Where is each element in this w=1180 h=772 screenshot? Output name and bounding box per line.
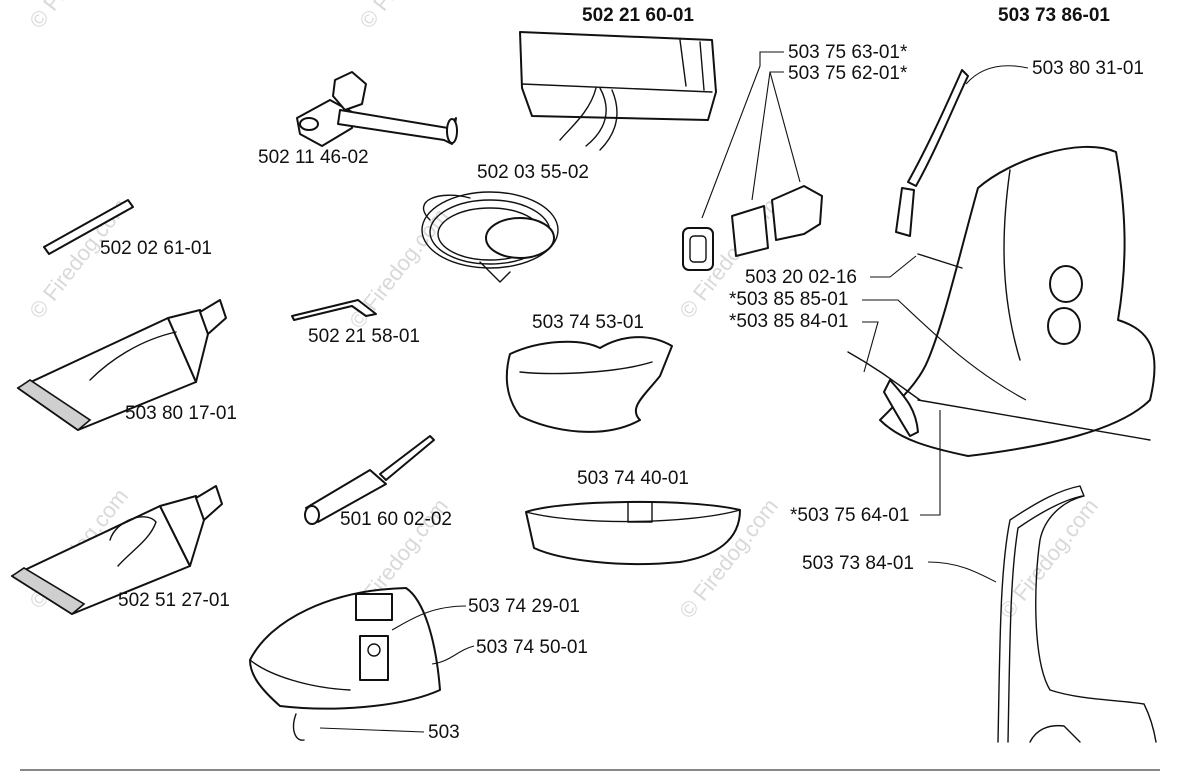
label-frame: 503 73 84-01 [802,553,914,574]
leader-guard-1 [391,605,467,631]
label-grease-tube-1: 503 80 17-01 [125,403,237,424]
label-buckle-1: 503 75 63-01* [788,42,908,63]
label-harness: 503 73 86-01 [998,5,1110,26]
leader-guard-screw [319,727,425,733]
rod-part [43,199,134,255]
label-file: 501 60 02-02 [340,509,452,530]
toolbag-part [519,31,717,151]
label-guard-1: 503 74 29-01 [468,596,580,617]
hook-part [291,299,377,321]
label-buckle-2: 503 75 62-01* [788,63,908,84]
label-guard-2: 503 74 50-01 [476,637,588,658]
leader-buckle-2a [751,71,784,201]
buckle-parts [682,185,823,271]
grease-tube-1-part [16,299,227,432]
watermark-10: © Firedog.com [354,0,463,33]
label-rod: 502 02 61-01 [100,238,212,259]
frame-part [997,485,1157,743]
label-hip-pad: 503 74 40-01 [577,468,689,489]
leader-screw [870,255,917,278]
harness-part [847,145,1156,457]
leader-buckle-1 [701,51,784,219]
file-part [304,435,435,525]
hip-pad-part [525,500,741,566]
grease-tube-2-part [10,485,223,615]
label-hook-strap: 503 80 31-01 [1032,58,1144,79]
label-grease-tube-2: 502 51 27-01 [118,590,230,611]
label-shoulder-pad: 503 74 53-01 [532,312,644,333]
label-screw: 503 20 02-16 [745,267,857,288]
trimmer-line-part [421,191,559,283]
label-strap-2: *503 85 84-01 [729,311,848,332]
watermark-3: © Firedog.com [344,204,453,333]
label-hook: 502 21 58-01 [308,326,420,347]
watermark-9: © Firedog.com [24,0,133,33]
shoulder-pad-part [505,336,673,433]
leader-strap-2 [862,321,879,373]
leader-buckle-2b [769,71,801,183]
label-guard-screw: 503 [428,722,460,743]
leader-frame [927,561,997,583]
label-strap-1: *503 85 85-01 [729,289,848,310]
leader-clip [920,410,941,516]
trimmer-guard-part [249,587,441,741]
leader-hook-strap [965,65,1029,85]
label-trimmer-line: 502 03 55-02 [477,162,589,183]
spanner-part [296,71,458,147]
label-clip: *503 75 64-01 [790,505,909,526]
label-toolbag: 502 21 60-01 [582,5,694,26]
hook-strap-part [895,69,969,237]
screw-part [917,253,963,269]
leader-strap-1 [862,299,1027,401]
label-spanner: 502 11 46-02 [258,147,369,168]
leader-guard-2 [431,645,475,665]
